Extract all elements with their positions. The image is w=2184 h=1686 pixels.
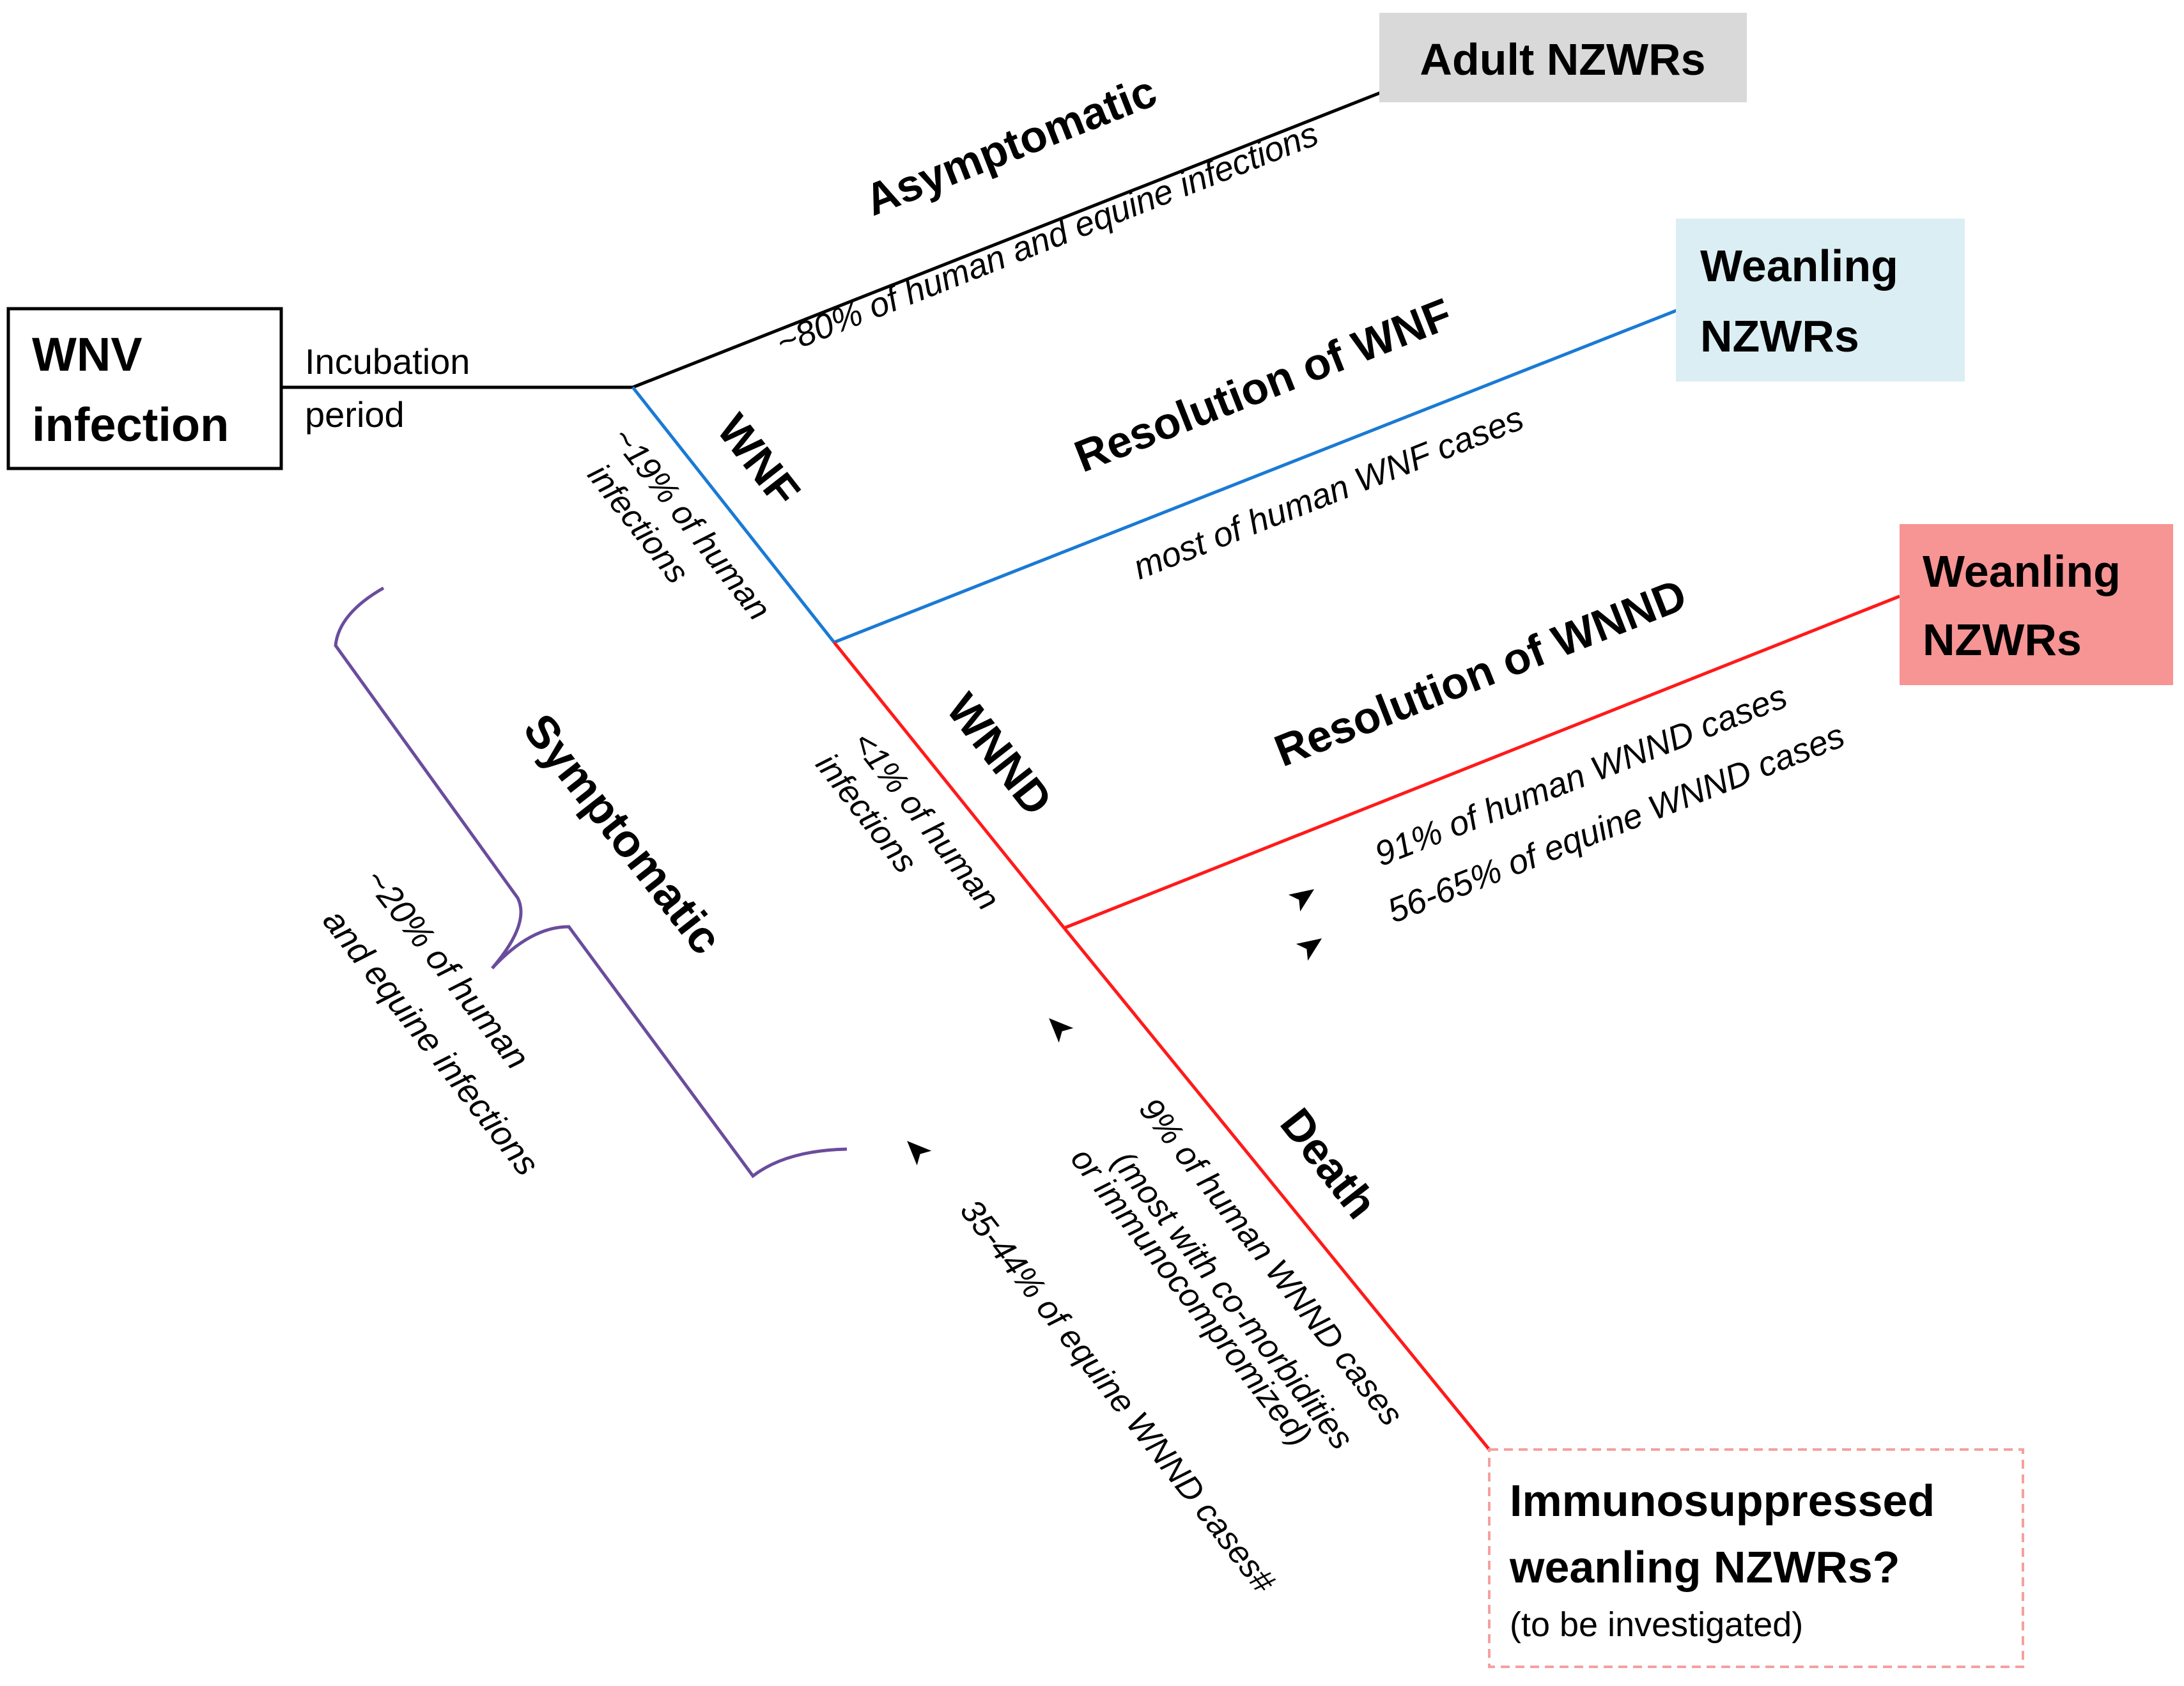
immunosuppressed-line2: weanling NZWRs? — [1509, 1542, 1900, 1592]
arrowhead-icon — [907, 1141, 932, 1166]
wnnd-resolution-line — [1064, 594, 1900, 930]
immunosuppressed-box — [1488, 1448, 2024, 1668]
wnv-infection-title-line2: infection — [32, 398, 229, 451]
incubation-label-line1: Incubation — [305, 341, 470, 382]
weanling-nzwrs-wnf-line2: NZWRs — [1700, 311, 1859, 361]
weanling-nzwrs-wnf-line1: Weanling — [1700, 241, 1898, 291]
death-branch-line — [1063, 927, 1491, 1451]
wnf-branch-line — [631, 386, 835, 644]
adult-nzwrs-label: Adult NZWRs — [1420, 35, 1705, 84]
wnv-infection-title-line1: WNV — [32, 328, 143, 381]
incubation-label-line2: period — [305, 394, 405, 435]
weanling-nzwrs-wnnd-box — [1900, 524, 2173, 685]
arrowhead-icon — [1288, 889, 1315, 912]
immunosuppressed-line3: (to be investigated) — [1510, 1605, 1803, 1644]
immunosuppressed-line1: Immunosuppressed — [1510, 1476, 1935, 1526]
weanling-nzwrs-wnnd-line1: Weanling — [1923, 546, 2121, 596]
symptomatic-bracket — [334, 586, 848, 1179]
weanling-nzwrs-wnnd-line2: NZWRs — [1923, 615, 2082, 665]
death-note-equine: 35-44% of equine WNND cases# — [953, 1193, 1283, 1600]
wnf-resolution-line — [833, 308, 1678, 644]
asymptomatic-branch-line — [632, 91, 1381, 389]
arrowhead-icon — [1296, 938, 1322, 961]
death-label: Death — [1271, 1099, 1386, 1228]
weanling-nzwrs-wnf-box — [1676, 219, 1965, 382]
wnv-infection-box — [6, 307, 283, 470]
adult-nzwrs-box — [1379, 13, 1747, 102]
arrowhead-icon — [1049, 1018, 1074, 1043]
wnnd-branch-line — [833, 641, 1065, 929]
wnnd-label: WNND — [937, 684, 1062, 824]
symptomatic-label: Symptomatic — [513, 704, 731, 964]
